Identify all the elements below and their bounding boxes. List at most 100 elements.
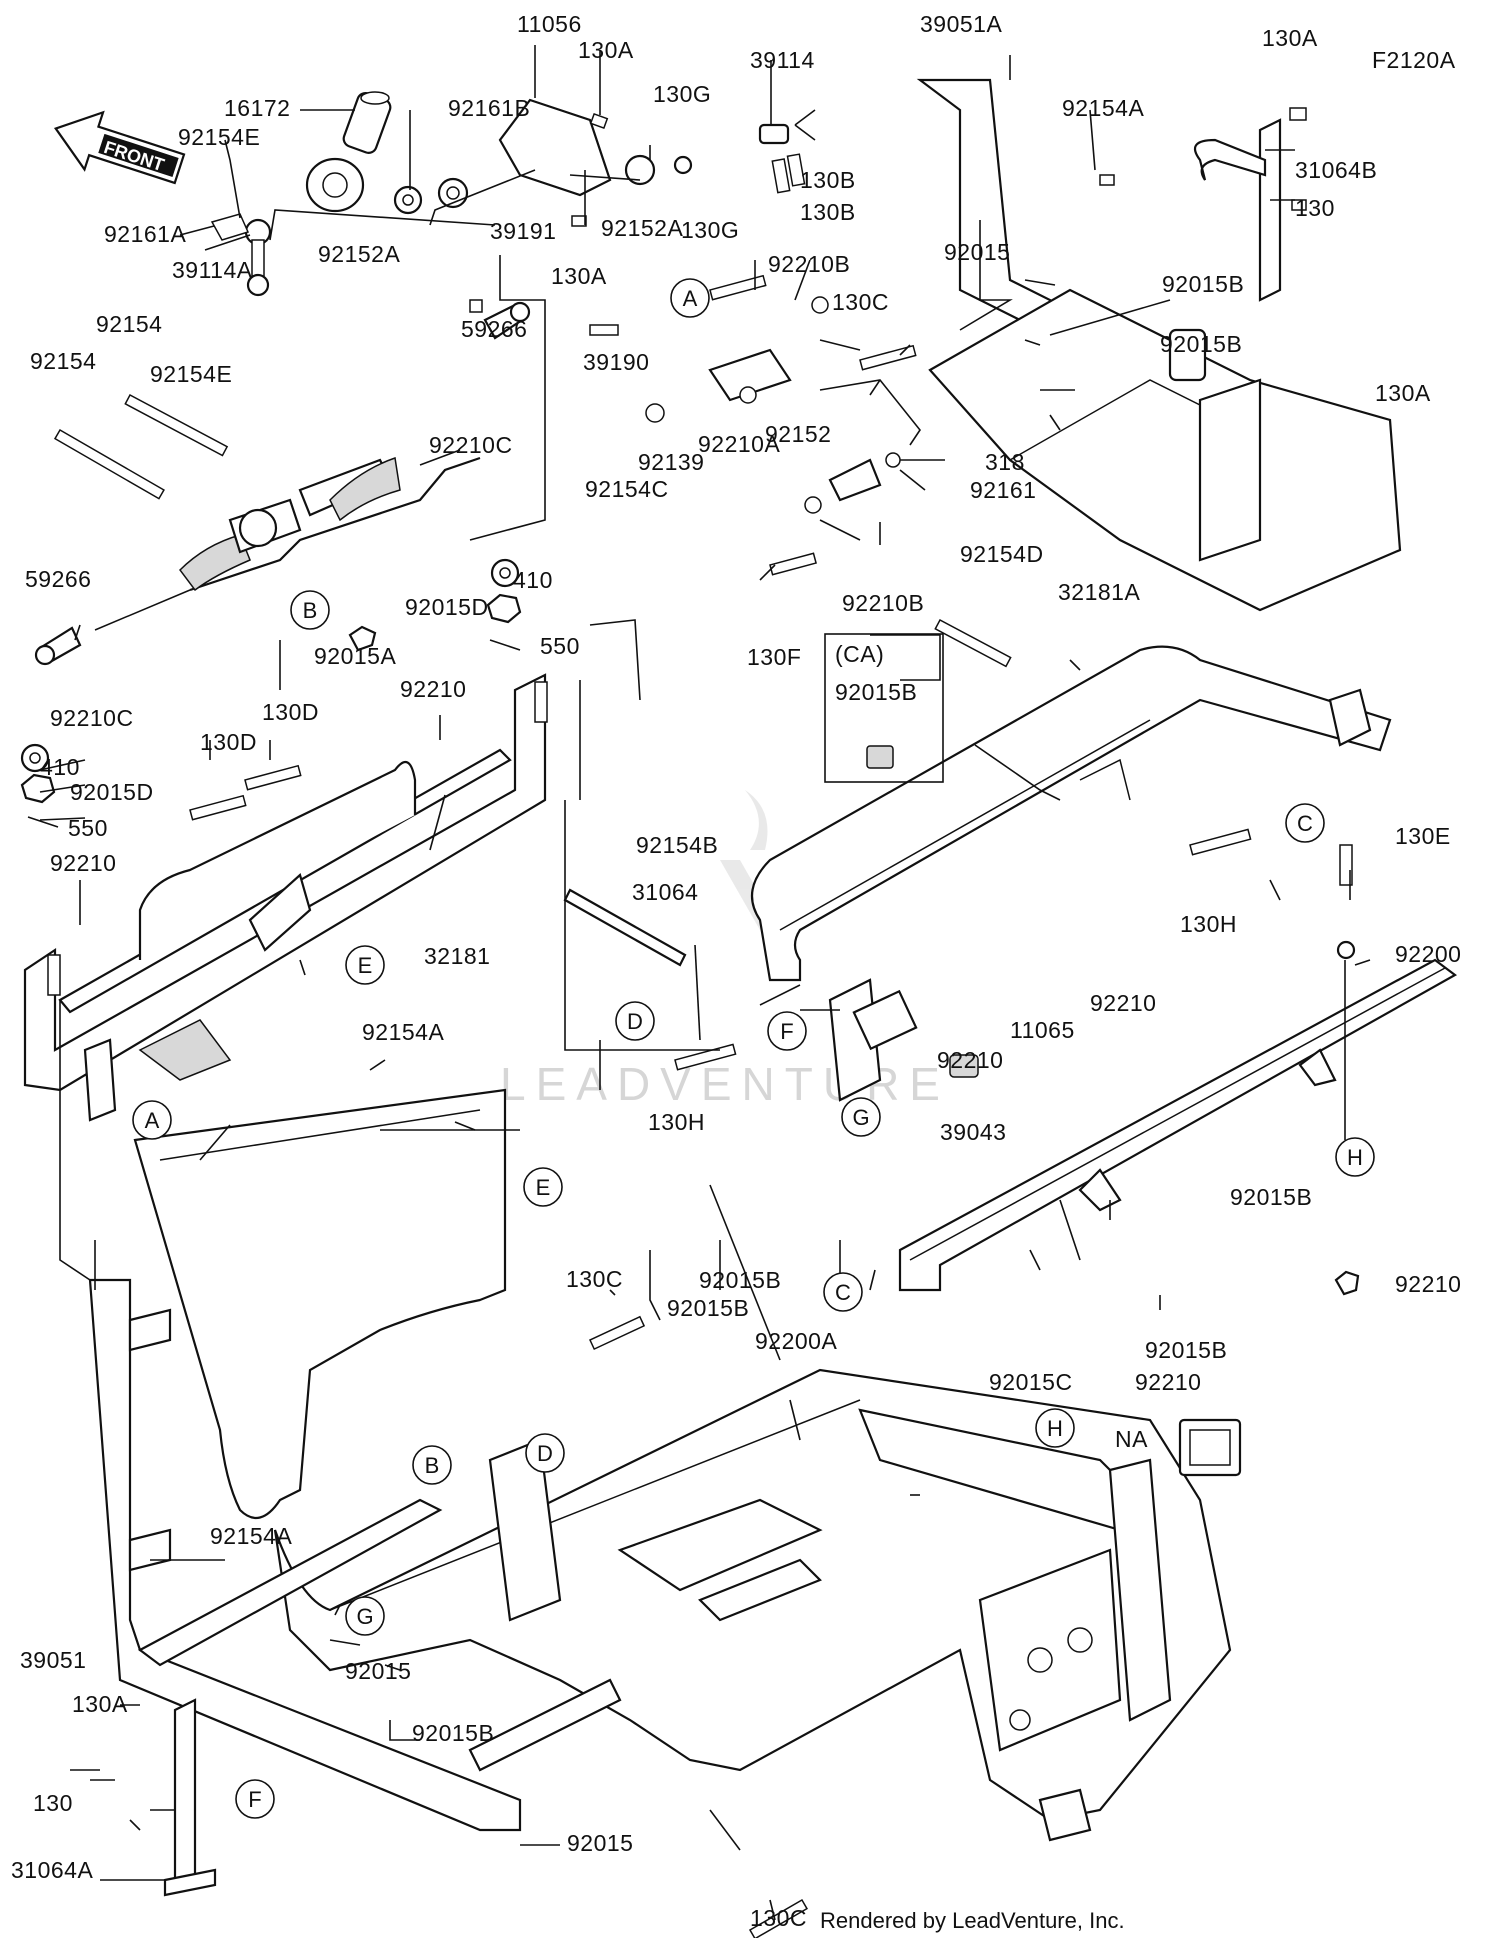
washer-part xyxy=(624,154,656,186)
reference-circle: B xyxy=(290,590,330,630)
reference-letter: B xyxy=(303,598,318,623)
bolt-part xyxy=(571,215,587,227)
part-number-label: 130H xyxy=(1180,911,1237,937)
part-number-label: 92154A xyxy=(210,1523,292,1549)
nut-part xyxy=(1334,1270,1360,1296)
reference-circle: C xyxy=(1285,803,1325,843)
bracket-31064-part xyxy=(563,888,687,967)
part-number-label: 318 xyxy=(985,449,1025,475)
bolt-part xyxy=(934,618,1012,668)
part-number-label: 92015A xyxy=(314,643,396,669)
part-number-label: 410 xyxy=(513,567,553,593)
part-number-label: 550 xyxy=(68,815,108,841)
part-number-label: 39190 xyxy=(583,349,649,375)
part-number-label: 92015B xyxy=(699,1267,781,1293)
part-number-label: 130A xyxy=(1375,380,1431,406)
part-number-label: 92210B xyxy=(842,590,924,616)
part-number-label: 92152A xyxy=(601,215,683,241)
part-number-label: 130G xyxy=(653,81,711,107)
part-number-label: 92161 xyxy=(970,477,1036,503)
reference-circle: H xyxy=(1335,1137,1375,1177)
reference-letter: C xyxy=(1297,811,1313,836)
part-number-label: 92015D xyxy=(405,594,489,620)
reference-circle: H xyxy=(1035,1408,1075,1448)
nut-part xyxy=(673,155,693,175)
reference-circle: F xyxy=(767,1011,807,1051)
leader-lines xyxy=(39,45,1371,1921)
part-number-label: 92152A xyxy=(318,241,400,267)
bolt-part xyxy=(859,344,917,371)
part-number-label: 130D xyxy=(200,729,257,755)
part-number-label: 130B xyxy=(800,199,856,225)
footer-credit: Rendered by LeadVenture, Inc. xyxy=(820,1908,1125,1933)
part-number-label: 130 xyxy=(1295,195,1335,221)
reference-letter: D xyxy=(627,1009,643,1034)
part-number-label: 92200 xyxy=(1395,941,1461,967)
part-number-label: 130 xyxy=(33,1790,73,1816)
bolt-part xyxy=(748,1898,808,1938)
cage-frame-32181A-part xyxy=(750,645,1392,1102)
bolt-part xyxy=(1289,107,1307,121)
part-number-label: 130A xyxy=(578,37,634,63)
reference-circle: B xyxy=(412,1445,452,1485)
part-number-label: 39043 xyxy=(940,1119,1006,1145)
part-number-label: 92210 xyxy=(937,1047,1003,1073)
bolt-part xyxy=(124,393,229,457)
part-number-label: 59266 xyxy=(25,566,91,592)
part-number-label: 92210 xyxy=(1395,1271,1461,1297)
ca-label: (CA) xyxy=(835,641,884,667)
main-chassis-frame-part xyxy=(133,1088,1242,1842)
side-beam-39043-part xyxy=(898,958,1458,1292)
part-number-label: 130C xyxy=(566,1266,623,1292)
part-number-label: 92015B xyxy=(1145,1337,1227,1363)
bolt-part xyxy=(1099,174,1115,186)
reference-circle: E xyxy=(345,945,385,985)
steering-link-part xyxy=(828,458,882,502)
reference-circle: F xyxy=(235,1779,275,1819)
part-number-label: 31064B xyxy=(1295,157,1377,183)
reference-letter: A xyxy=(683,286,698,311)
rear-frame-39051A-part xyxy=(916,78,1402,612)
part-number-label: 92210 xyxy=(1135,1369,1201,1395)
reference-letter: E xyxy=(536,1175,551,1200)
part-number-label: 92210A xyxy=(698,431,780,457)
part-number-label: 92161A xyxy=(104,221,186,247)
reference-letter: B xyxy=(425,1453,440,1478)
part-number-label: 92154E xyxy=(150,361,232,387)
part-number-label: 130C xyxy=(750,1905,807,1931)
bolt-part xyxy=(589,112,609,130)
reference-letter: D xyxy=(537,1441,553,1466)
front-arrow-icon: FRONT xyxy=(53,110,186,185)
bolt-part xyxy=(189,794,247,821)
reference-circle: D xyxy=(615,1001,655,1041)
part-number-label: 92015B xyxy=(667,1295,749,1321)
steering-arm-part xyxy=(708,348,792,402)
part-number-label: 92154A xyxy=(362,1019,444,1045)
part-number-label: 92139 xyxy=(638,449,704,475)
reference-letter: C xyxy=(835,1280,851,1305)
part-number-label: 130F xyxy=(747,644,801,670)
part-number-label: 130D xyxy=(262,699,319,725)
reference-letter: H xyxy=(1347,1145,1363,1170)
part-number-label: 130A xyxy=(1262,25,1318,51)
part-number-label: 92154D xyxy=(960,541,1044,567)
castle-nut-part xyxy=(20,773,56,804)
na-label: NA xyxy=(1115,1426,1148,1452)
reference-circle: D xyxy=(525,1433,565,1473)
reference-circle: A xyxy=(132,1100,172,1140)
part-number-label: 92015B xyxy=(1162,271,1244,297)
steering-gearbox-part xyxy=(305,91,392,213)
reference-circle: A xyxy=(670,278,710,318)
part-number-label: 92154C xyxy=(585,476,669,502)
tie-rod-link-part xyxy=(210,213,272,297)
part-number-label: 39114 xyxy=(750,47,815,73)
part-number-label: 11065 xyxy=(1010,1017,1075,1043)
part-number-label: 32181A xyxy=(1058,579,1140,605)
part-number-label: 92154A xyxy=(1062,95,1144,121)
bolt-part xyxy=(1291,199,1307,211)
castle-nut-part xyxy=(486,593,522,624)
part-number-label: 92154E xyxy=(178,124,260,150)
